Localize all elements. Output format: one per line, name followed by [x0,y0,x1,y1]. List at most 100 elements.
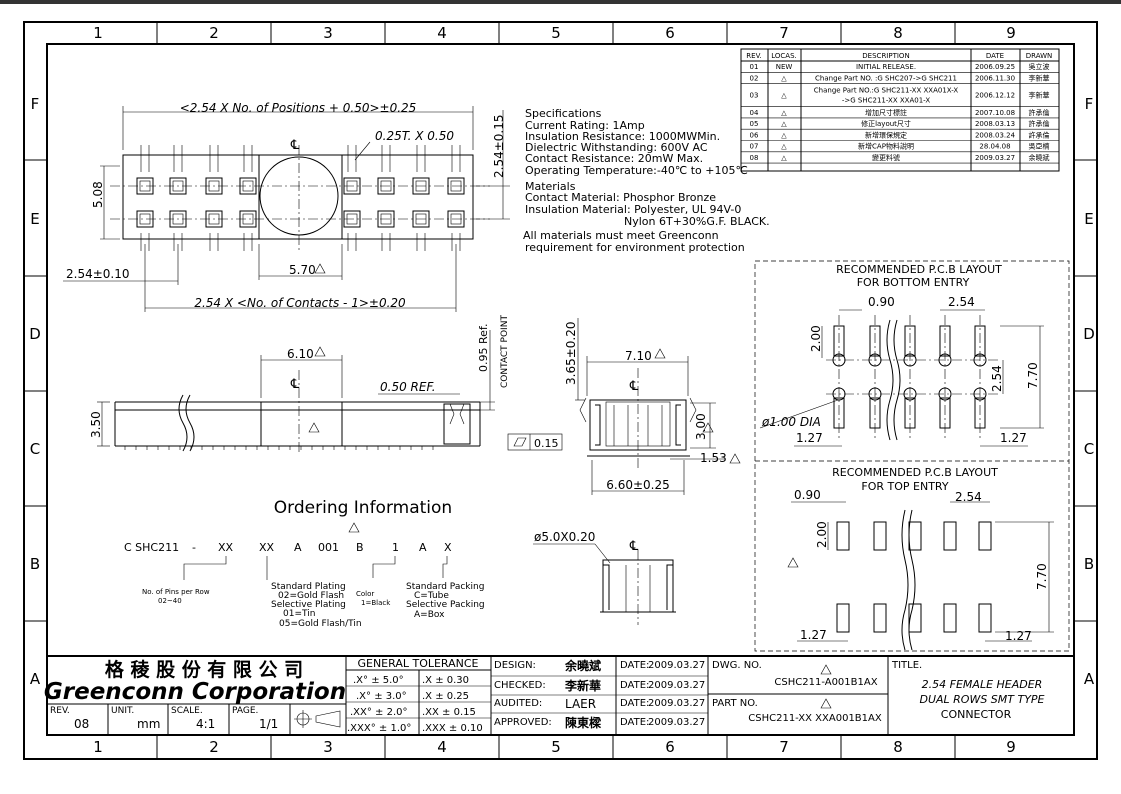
pcb-top-127a: 1.27 [800,628,827,642]
top-pin-2-1 [205,210,223,228]
pcb-bottom-dia: ø1.00 DIA [761,415,821,429]
code-packing: X [444,541,452,554]
design-value: 余曉斌 [564,658,601,673]
approved-label: APPROVED: [494,717,552,728]
grid-row-left-A: A [30,670,41,688]
date-value-2: 2009.03.27 [648,698,705,709]
pcb-top-pad-top-2 [908,521,922,551]
pcb-top-title-2: FOR TOP ENTRY [861,480,948,493]
top-pin-5-1 [377,210,395,228]
grid-col-bottom-7: 7 [779,738,789,756]
dim-height: 5.08 [91,181,105,208]
rev-cell-5-0: 06 [750,131,759,139]
approved-value: 陳東樑 [565,715,602,730]
plating-line-2: Selective Plating [271,600,346,610]
rev-header-4: DRAWN [1026,52,1053,60]
dwg-value: CSHC211-A001B1AX [774,677,877,688]
tol-ang-1: .X° ± 3.0° [356,691,407,702]
top-strip [0,0,1121,4]
top-pin-0-1 [136,210,154,228]
side-dim-contact: 0.95 Ref. [477,324,490,372]
pins-line-1: 02~40 [158,597,182,605]
rev-cell-0-3: 2006.09.25 [975,63,1015,71]
pcb-bottom-200: 2.00 [809,325,823,352]
rev-cell-0-4: 吳立波 [1029,62,1050,71]
rev-cell-7-0: 08 [750,154,759,162]
rev-cell-3-3: 2007.10.08 [975,109,1015,117]
code-001: 001 [318,541,339,554]
grid-col-bottom-5: 5 [551,738,561,756]
rev-cell-4-4: 許承倫 [1029,119,1050,128]
spec-line-3: Contact Resistance: 20mW Max. [525,152,703,165]
date-label-3: DATE: [620,717,649,728]
top-pin-3-0 [239,177,257,195]
plating-line-3: 01=Tin [283,609,315,619]
grid-col-bottom-3: 3 [323,738,333,756]
unit-label: UNIT. [111,706,134,716]
top-pin-1-1 [169,210,187,228]
rev-cell-4-0: 05 [750,120,759,128]
end-dim-height: 3.65±0.20 [564,322,578,386]
note-0: All materials must meet Greenconn [523,229,719,242]
pcb-top-127b: 1.27 [1005,629,1032,643]
rev-cell-1-4: 李新華 [1029,73,1050,82]
dim-cap: 5.70 [289,263,316,277]
packing-line-2: Selective Packing [406,600,485,610]
page-label: PAGE. [232,706,258,716]
top-pin-7-1 [447,210,465,228]
rev-cell-4-2: 修正layout尺寸 [861,119,911,128]
pcb-top-pad-top-0 [836,521,850,551]
spec-title: Specifications [525,107,602,120]
grid-col-bottom-1: 1 [93,738,103,756]
grid-col-top-4: 4 [437,24,447,42]
pcb-bottom-127a: 1.27 [796,431,823,445]
title-line-0: 2.54 FEMALE HEADER [922,678,1043,691]
grid-row-left-E: E [30,210,39,228]
grid-row-left-C: C [30,440,40,458]
plating-line-1: 02=Gold Flash [278,591,344,601]
code-b: B [356,541,364,554]
part-label: PART NO. [712,698,758,709]
side-view: ℄ 6.10 0.50 REF. 3.50 0.95 Ref. CONTACT … [89,315,510,452]
rev-cell-1-1: △ [781,74,787,82]
tol-lin-1: .X ± 0.25 [422,691,469,702]
top-pin-0-0 [136,177,154,195]
audited-label: AUDITED: [494,698,542,709]
rev-cell-2-0: 03 [750,92,759,100]
code-plating: XX [259,541,275,554]
rev-cell-5-1: △ [781,131,787,139]
spec-line-0: Current Rating: 1Amp [525,119,645,132]
page-value: 1/1 [259,717,278,731]
pcb-top-pad-top-1 [873,521,887,551]
tol-ang-0: .X° ± 5.0° [353,675,404,686]
grid-col-bottom-8: 8 [893,738,903,756]
side-dim-ref: 0.50 REF. [380,380,436,394]
pins-line-0: No. of Pins per Row [142,588,210,596]
materials-2: Nylon 6T+30%G.F. BLACK. [624,215,770,228]
date-label-1: DATE: [620,680,649,691]
tol-lin-2: .XX ± 0.15 [422,707,476,718]
rev-cell-6-1: △ [781,143,787,151]
date-value-1: 2009.03.27 [648,680,705,691]
top-pin-6-1 [412,210,430,228]
title-block: 格 稜 股 份 有 限 公 司 Greenconn Corporation RE… [44,655,1074,735]
rev-cell-0-0: 01 [750,63,759,71]
rev-cell-4-1: △ [781,120,787,128]
rev-cell-3-1: △ [781,109,787,117]
pcb-bottom-770: 7.70 [1026,362,1040,389]
grid-col-top-5: 5 [551,24,561,42]
rev-cell-0-1: NEW [776,63,793,71]
pcb-top-770: 7.70 [1035,563,1049,590]
pcb-top-pad-bot-0 [836,603,850,633]
tol-lin-3: .XXX ± 0.10 [422,723,483,734]
grid-col-top-3: 3 [323,24,333,42]
cap-centerline: ℄ [629,539,639,554]
rev-cell-6-4: 吳亞楠 [1029,142,1050,151]
pcb-bottom-title-1: RECOMMENDED P.C.B LAYOUT [836,263,1002,276]
code-color: 1 [392,541,399,554]
rev-cell-6-2: 新增CAP物料說明 [858,142,914,151]
rev-header-2: DESCRIPTION [862,52,909,60]
code-a: A [294,541,302,554]
code-dash: - [192,541,196,554]
pcb-top-090: 0.90 [794,488,821,502]
